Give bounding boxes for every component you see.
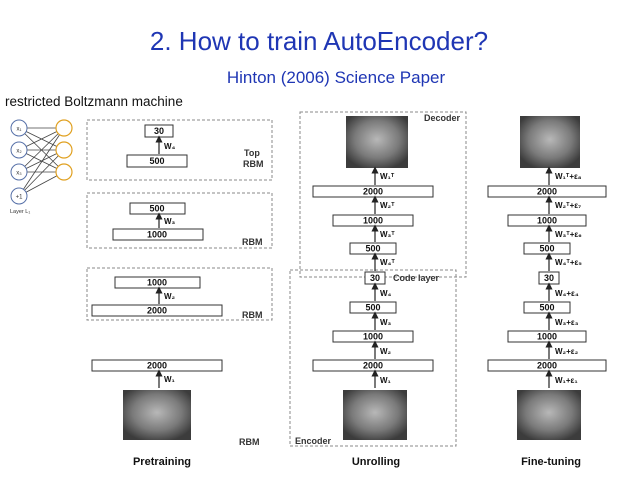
unroll-w4t: W₄ᵀ bbox=[380, 258, 395, 267]
bias-node bbox=[10, 187, 28, 205]
slide-subtitle: Hinton (2006) Science Paper bbox=[226, 68, 446, 87]
unroll-layer-1000-top: 1000 bbox=[363, 215, 383, 225]
finetune-code-30: 30 bbox=[544, 273, 554, 283]
unroll-w3t: W₃ᵀ bbox=[380, 230, 395, 239]
slide-title: 2. How to train AutoEncoder? bbox=[149, 26, 489, 56]
output-face-image bbox=[346, 116, 408, 168]
top-rbm-30: 30 bbox=[154, 126, 164, 136]
node-x1-label: x₁ bbox=[16, 127, 21, 133]
rbm-note: restricted Boltzmann machine bbox=[5, 94, 183, 109]
input-face-image bbox=[123, 390, 191, 440]
finetune-w4t: W₄ᵀ+ε₅ bbox=[555, 258, 582, 267]
finetune-layer-500-top: 500 bbox=[539, 243, 554, 253]
unroll-w4: W₄ bbox=[380, 289, 392, 298]
unroll-w1: W₁ bbox=[380, 376, 392, 385]
rbm1-2000: 2000 bbox=[147, 360, 167, 370]
hidden-node-1 bbox=[55, 119, 73, 137]
unrolling-column: Decoder Encoder 2000 1000 500 30 500 100… bbox=[289, 111, 467, 468]
unrolling-caption: Unrolling bbox=[352, 456, 400, 468]
hidden-node-3 bbox=[55, 163, 73, 181]
rbm2-2000: 2000 bbox=[147, 305, 167, 315]
rbm3-label: RBM bbox=[242, 237, 263, 247]
top-rbm-500: 500 bbox=[149, 156, 164, 166]
unroll-w3: W₃ bbox=[380, 318, 392, 327]
finetune-w3t: W₃ᵀ+ε₆ bbox=[555, 230, 582, 239]
unroll-w1t: W₁ᵀ bbox=[380, 172, 395, 181]
top-rbm-w4: W₄ bbox=[164, 142, 176, 151]
top-rbm-label-2: RBM bbox=[243, 159, 264, 169]
finetune-w3: W₃+ε₃ bbox=[555, 318, 579, 327]
finetune-layer-1000-top: 1000 bbox=[537, 215, 557, 225]
code-layer-label: Code layer bbox=[393, 273, 440, 283]
pretraining-column: 30 500 W₄ Top RBM 500 1000 W₃ RBM 1000 2… bbox=[86, 119, 273, 468]
unroll-code-30: 30 bbox=[370, 273, 380, 283]
visible-node-3 bbox=[10, 163, 28, 181]
decoder-label: Decoder bbox=[424, 113, 461, 123]
finetune-w1: W₁+ε₁ bbox=[555, 376, 578, 385]
node-x3-label: x₃ bbox=[16, 171, 22, 177]
rbm3-w3: W₃ bbox=[164, 217, 176, 226]
unroll-layer-1000-bottom: 1000 bbox=[363, 331, 383, 341]
finetune-w1t: W₁ᵀ+ε₈ bbox=[555, 172, 582, 181]
finetune-w2: W₂+ε₂ bbox=[555, 347, 579, 356]
finetune-w4: W₄+ε₄ bbox=[555, 289, 579, 298]
rbm2-w2: W₂ bbox=[164, 292, 176, 301]
rbm2-1000: 1000 bbox=[147, 277, 167, 287]
finetune-layer-2000-top: 2000 bbox=[537, 186, 557, 196]
encoder-label: Encoder bbox=[295, 436, 332, 446]
finetune-w2t: W₂ᵀ+ε₇ bbox=[555, 201, 581, 210]
unroll-w2t: W₂ᵀ bbox=[380, 201, 395, 210]
hidden-node-2 bbox=[55, 141, 73, 159]
unroll-layer-500-top: 500 bbox=[365, 243, 380, 253]
visible-node-2 bbox=[10, 141, 28, 159]
rbm-network: x₁ x₂ x₃ +1 Layer L₁ bbox=[10, 119, 73, 215]
rbm2-label: RBM bbox=[242, 310, 263, 320]
pretraining-caption: Pretraining bbox=[133, 456, 191, 468]
finetune-layer-500-bottom: 500 bbox=[539, 302, 554, 312]
finetune-layer-2000-bottom: 2000 bbox=[537, 360, 557, 370]
finetuning-column: 2000 1000 500 30 500 1000 2000 W₁ᵀ+ε₈ W₂… bbox=[487, 116, 607, 468]
unroll-layer-500-bottom: 500 bbox=[365, 302, 380, 312]
unroll-input-face-image bbox=[343, 390, 407, 440]
rbm1-label: RBM bbox=[239, 437, 260, 447]
visible-node-1 bbox=[10, 119, 28, 137]
finetuning-caption: Fine-tuning bbox=[521, 456, 581, 468]
finetune-input-face-image bbox=[517, 390, 581, 440]
layer-label: Layer L₁ bbox=[10, 209, 30, 215]
finetune-output-face-image bbox=[520, 116, 580, 168]
top-rbm-label-1: Top bbox=[244, 148, 260, 158]
unroll-layer-2000-top: 2000 bbox=[363, 186, 383, 196]
rbm1-w1: W₁ bbox=[164, 375, 176, 384]
rbm3-1000: 1000 bbox=[147, 229, 167, 239]
unroll-w2: W₂ bbox=[380, 347, 392, 356]
rbm3-500: 500 bbox=[149, 203, 164, 213]
finetune-layer-1000-bottom: 1000 bbox=[537, 331, 557, 341]
node-bias-label: +1 bbox=[16, 195, 24, 201]
unroll-layer-2000-bottom: 2000 bbox=[363, 360, 383, 370]
node-x2-label: x₂ bbox=[16, 149, 22, 155]
